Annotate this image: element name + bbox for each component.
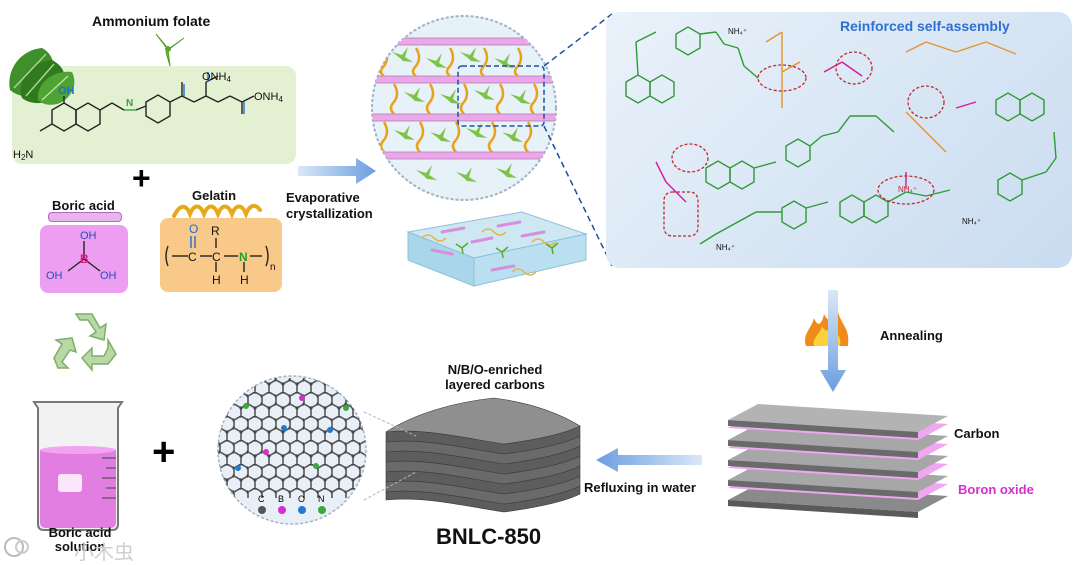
refluxing-arrow	[596, 448, 702, 472]
gelatin-h1-label: H	[212, 273, 221, 287]
nbo-line-2: layered carbons	[445, 377, 545, 392]
nbo-carbon-label: N/B/O-enriched layered carbons	[420, 362, 570, 392]
network-nh4-4: NH₄⁺	[898, 185, 917, 194]
boric-acid-structure: B OH OH OH	[46, 230, 117, 282]
gelatin-h2-label: H	[240, 273, 249, 287]
gelatin-n-label: N	[239, 250, 248, 264]
boric-acid-label: Boric acid	[52, 198, 115, 213]
self-assembly-title: Reinforced self-assembly	[840, 18, 1010, 34]
folate-nh-label: N	[126, 98, 133, 109]
gelatin-c2-label: C	[212, 250, 221, 264]
gelatin-strand-icon	[172, 203, 262, 220]
network-nh4-1: NH₄⁺	[728, 27, 747, 36]
legend-n: N	[318, 494, 325, 504]
gelatin-c1-label: C	[188, 250, 197, 264]
graphene-zoom-circle: C B O N	[217, 375, 367, 525]
folate-amine-label: H2N	[13, 149, 33, 162]
boric-acid-solution-label: Boric acid solution	[30, 526, 130, 554]
evaporative-label: Evaporative crystallization	[286, 190, 373, 222]
ammonium-folate-label: Ammonium folate	[92, 13, 211, 29]
legend-o: O	[298, 494, 305, 504]
folate-oh-label: OH	[58, 85, 75, 97]
annealing-arrow	[820, 290, 846, 392]
plus-sign-1: +	[132, 160, 151, 196]
boric-oh-3: OH	[100, 270, 117, 282]
solution-line-2: solution	[54, 539, 106, 554]
boric-oh-1: OH	[80, 230, 97, 242]
boric-oh-2: OH	[46, 270, 63, 282]
crystal-slab	[406, 211, 588, 287]
evaporative-arrow	[298, 158, 376, 184]
watermark-logo-icon	[4, 537, 29, 557]
self-assembly-panel	[606, 12, 1072, 268]
graphene-zoom-lines	[363, 411, 417, 501]
legend-b: B	[278, 494, 284, 504]
refluxing-label: Refluxing in water	[584, 480, 696, 495]
crystal-zoom-circle	[371, 15, 557, 201]
folate-molecule-icon	[155, 33, 185, 67]
nbo-line-1: N/B/O-enriched	[447, 362, 543, 377]
solution-line-1: Boric acid	[48, 525, 112, 540]
legend-c: C	[258, 494, 265, 504]
network-nh4-2: NH₄⁺	[716, 243, 735, 252]
beaker-icon	[32, 401, 124, 531]
annealing-label: Annealing	[880, 328, 943, 343]
zoom-lines	[543, 13, 613, 267]
evaporative-line-1: Evaporative	[286, 190, 360, 205]
boric-acid-rod	[48, 212, 122, 222]
plus-sign-2: +	[152, 430, 176, 474]
boron-oxide-label: Boron oxide	[958, 482, 1034, 497]
carbon-boron-stack	[728, 404, 948, 518]
gelatin-n-subscript: n	[270, 262, 276, 273]
product-name: BNLC-850	[436, 524, 542, 549]
gelatin-r-label: R	[211, 224, 220, 238]
spinach-leaf-icon	[9, 48, 75, 105]
folate-nh4-label-1: ONH4	[202, 71, 231, 84]
evaporative-line-2: crystallization	[286, 206, 373, 221]
ammonium-folate-structure: OH H2N N ONH4 ONH4	[13, 71, 283, 162]
gelatin-panel	[160, 218, 282, 292]
self-assembly-network: NH₄⁺ NH₄⁺ NH₄⁺ NH₄⁺	[625, 26, 1057, 252]
recycle-icon	[53, 313, 117, 373]
watermark-text: 小木虫	[74, 540, 134, 564]
folate-nh4-label-2: ONH4	[254, 91, 283, 104]
gelatin-structure: O C C R H N H n	[165, 222, 276, 287]
layered-carbon-sheets	[385, 397, 581, 513]
gelatin-o-label: O	[189, 222, 198, 236]
boron-atom-label: B	[80, 252, 89, 266]
carbon-label: Carbon	[954, 426, 1000, 441]
gelatin-label: Gelatin	[192, 188, 237, 203]
network-nh4-3: NH₄⁺	[962, 217, 981, 226]
